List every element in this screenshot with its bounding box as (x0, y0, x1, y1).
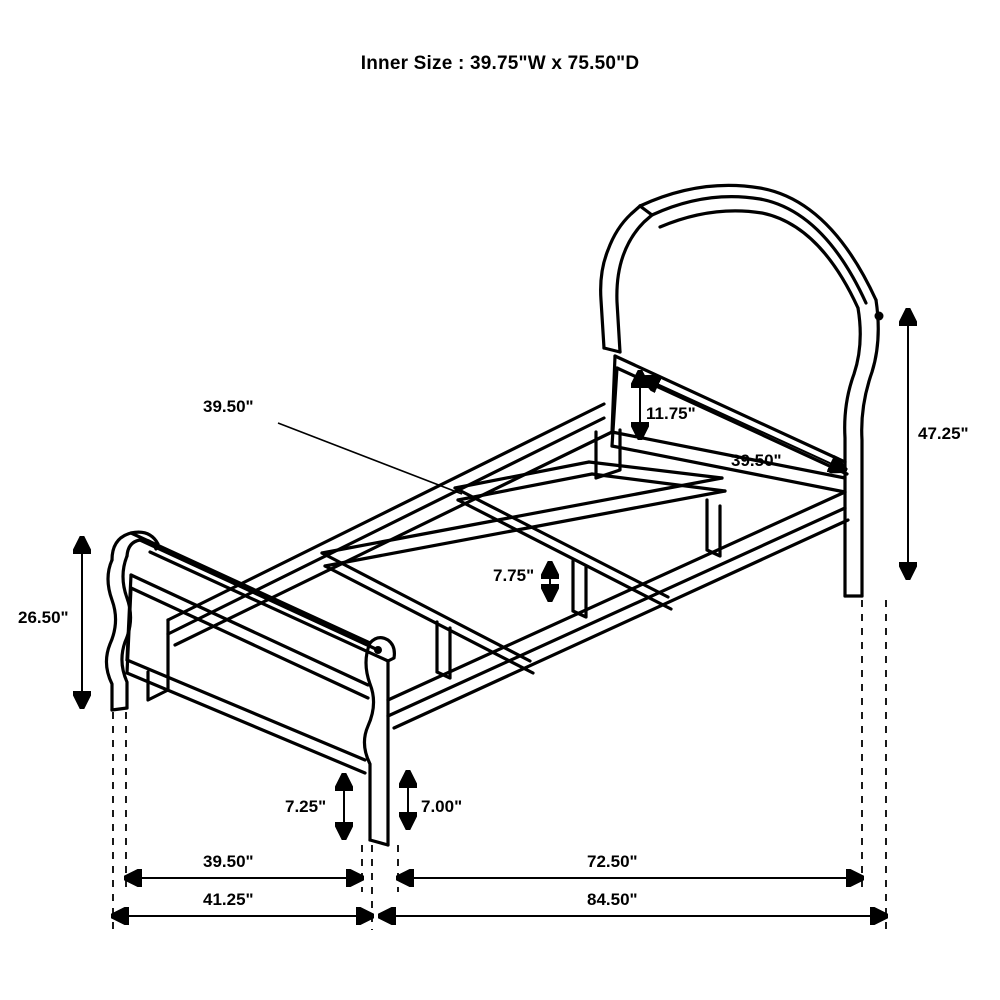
center-beam-upper-edge (453, 460, 591, 490)
dim-line-panel-width (644, 378, 845, 470)
support-leg-head (705, 498, 722, 558)
footboard-top-rail-a (129, 531, 372, 645)
cross-slat-mid-bottom (456, 498, 673, 611)
footboard-group (104, 530, 396, 847)
cross-slat-foot-top (320, 551, 532, 663)
label-footboard-post-clearance: 7.25" (285, 797, 327, 816)
label-support-leg-height: 7.75" (493, 566, 535, 585)
headboard-post-left-inner (615, 213, 654, 354)
headboard-group (599, 183, 884, 598)
footboard-post-near-cap (368, 636, 396, 663)
headboard-post-left-base (602, 346, 622, 354)
center-beam-upper-edge-b (456, 472, 594, 502)
headboard-bolt-dot (874, 311, 884, 321)
label-headboard-height: 47.25" (918, 424, 969, 443)
footboard-top-rail-b (138, 538, 380, 652)
headboard-bracket-block (594, 428, 622, 480)
footboard-top-rail-c (148, 550, 390, 663)
near-side-rail-top (386, 490, 847, 702)
bed-outline-group (104, 183, 884, 847)
leader-line-center-slat (277, 422, 463, 495)
cross-slat-mid-top (453, 486, 670, 599)
label-side-rail-clearance: 7.00" (421, 797, 463, 816)
near-side-rail-bottom (386, 506, 847, 718)
label-headboard-panel-height: 11.75" (646, 404, 696, 423)
page-title: Inner Size : 39.75"W x 75.50"D (360, 53, 640, 74)
near-side-rail-inner (392, 518, 850, 730)
headboard-post-right-inner (843, 306, 862, 598)
center-support-group (320, 428, 727, 680)
center-beam-bottom (323, 489, 727, 568)
label-footboard-overall-width: 41.25" (203, 890, 254, 909)
footboard-bolt-dot (374, 646, 382, 654)
headboard-post-left-cap (638, 204, 654, 217)
support-leg-foot (435, 620, 452, 680)
footboard-post-far-base (110, 706, 129, 712)
label-headboard-panel-width: 39.50" (731, 451, 782, 470)
far-side-rail-bottom (166, 416, 606, 636)
footboard-panel-bottom-b (125, 671, 367, 775)
label-center-slat-width: 39.50" (203, 397, 254, 416)
footboard-panel-left-inner (125, 586, 133, 675)
headboard-top-rail-lower (650, 195, 868, 305)
label-side-rail-length: 72.50" (587, 852, 638, 871)
label-footboard-width: 39.50" (203, 852, 254, 871)
center-beam-top (320, 476, 724, 555)
headboard-top-rail-upper (638, 183, 878, 302)
footboard-panel-top-a (129, 573, 370, 687)
extension-lines-group (112, 600, 887, 930)
support-leg-mid (571, 559, 588, 619)
side-rails-group (166, 402, 850, 730)
label-overall-length: 84.50" (587, 890, 638, 909)
cross-slat-foot-bottom (323, 564, 535, 675)
dimension-lines-group (82, 310, 908, 916)
label-footboard-height: 26.50" (18, 608, 69, 627)
headboard-post-right-outer (860, 298, 880, 598)
headboard-post-left-outer (599, 204, 642, 350)
footboard-panel-top-b (129, 586, 370, 700)
footboard-post-near-outer (362, 641, 376, 842)
headboard-top-rail-inner (658, 209, 860, 310)
footboard-panel-bottom-a (125, 658, 367, 762)
footboard-post-far-outer (104, 558, 118, 712)
cross-slat-head-bottom (590, 472, 727, 493)
footboard-far-leg-block (146, 618, 170, 702)
footboard-post-near-base (368, 838, 390, 847)
far-side-rail-top (166, 402, 606, 622)
